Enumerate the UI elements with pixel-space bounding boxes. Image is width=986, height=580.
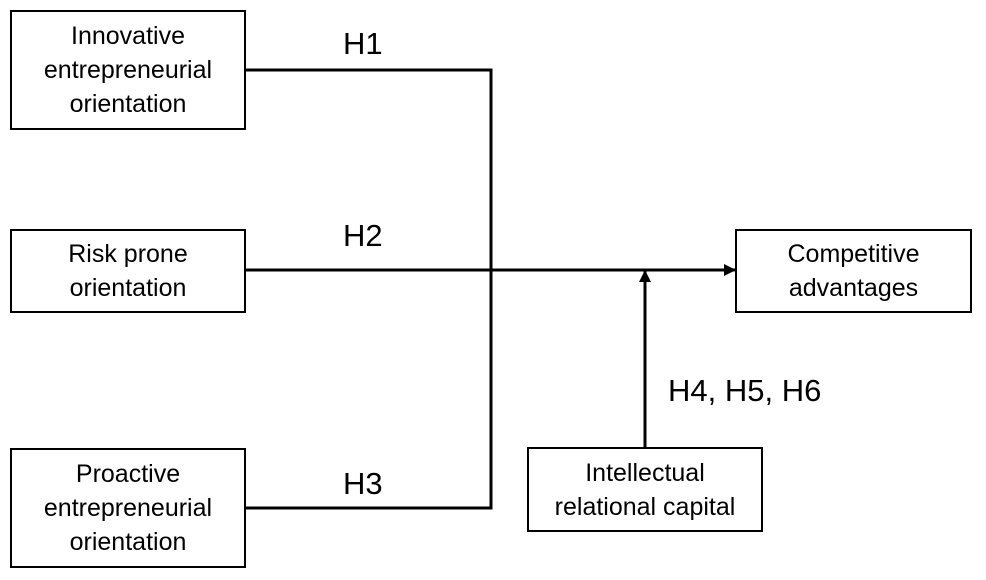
risk-line-2: orientation: [69, 274, 187, 302]
risk-line-1: Risk prone: [68, 240, 188, 268]
h3-path: [246, 270, 493, 510]
intellectual-relational-capital-box: Intellectual relational capital: [527, 447, 763, 532]
outcome-line-1: Competitive: [787, 240, 920, 268]
hypothesis-h2-label: H2: [343, 218, 383, 253]
moderator-line-1: Intellectual: [585, 458, 705, 487]
proactive-line-1: Proactive: [75, 460, 181, 488]
competitive-advantages-box: Competitive advantages: [735, 229, 972, 313]
hypothesis-h1-label: H1: [343, 26, 383, 61]
proactive-line-2: entrepreneurial: [43, 494, 213, 522]
proactive-orientation-box: Proactive entrepreneurial orientation: [10, 448, 246, 568]
hypothesis-moderation-label: H4, H5, H6: [668, 373, 822, 408]
hypothesis-h3-label: H3: [343, 466, 383, 501]
risk-prone-orientation-box: Risk prone orientation: [10, 229, 246, 313]
innovative-orientation-box: Innovative entrepreneurial orientation: [10, 10, 246, 130]
innovative-line-1: Innovative: [71, 22, 185, 50]
innovative-line-3: orientation: [69, 90, 187, 118]
proactive-line-3: orientation: [69, 528, 187, 556]
h1-path: [246, 68, 493, 270]
outcome-line-2: advantages: [788, 274, 919, 302]
innovative-line-2: entrepreneurial: [43, 56, 213, 84]
moderator-line-2: relational capital: [554, 492, 736, 521]
